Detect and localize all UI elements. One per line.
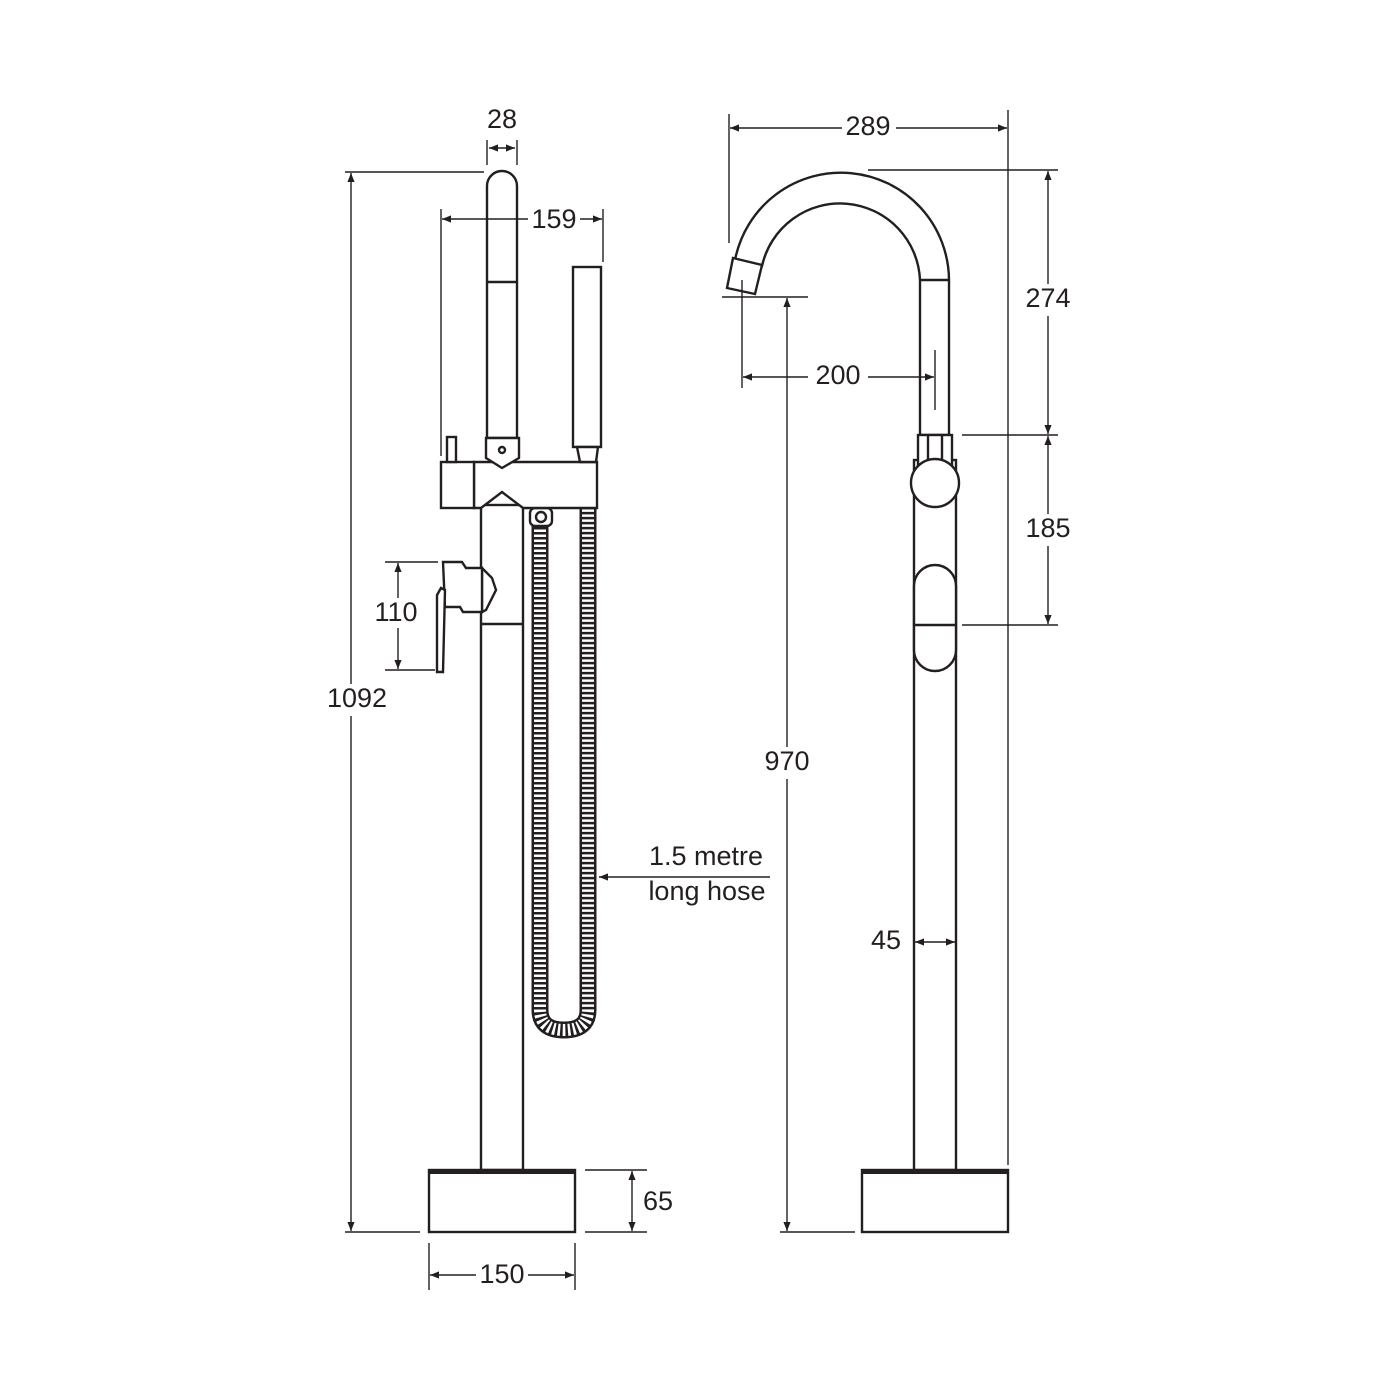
dimension-28: 28 (345, 104, 518, 173)
dimension-110: 110 (372, 561, 438, 671)
dimension-1092: 1092 (325, 173, 420, 1233)
dim-label-289: 289 (845, 111, 890, 141)
base (427, 1168, 577, 1234)
aerator (725, 256, 764, 296)
side-view-mixer: 28 159 110 1092 65 (325, 104, 770, 1290)
mixer-handle (912, 563, 958, 673)
dim-label-110: 110 (374, 597, 417, 627)
dim-label-150: 150 (479, 1259, 524, 1289)
dimension-289: 289 (728, 110, 1009, 1165)
spout (725, 171, 951, 437)
dimension-159: 159 (440, 204, 604, 456)
front-view-mixer: 289 274 185 200 970 (722, 110, 1074, 1234)
dimension-274: 274 (868, 169, 1074, 436)
dimension-65: 65 (585, 1169, 673, 1233)
dim-label-185: 185 (1025, 513, 1070, 543)
dim-label-200: 200 (815, 360, 860, 390)
shower-rail (484, 169, 521, 470)
dim-label-28: 28 (487, 104, 517, 134)
hose-callout: 1.5 metre long hose (599, 841, 770, 906)
dimension-45: 45 (871, 925, 955, 955)
dim-label-45: 45 (871, 925, 901, 955)
dim-label-1092: 1092 (327, 683, 387, 713)
lever-handle (435, 560, 498, 674)
handshower (571, 265, 603, 464)
diverter-knob (909, 457, 961, 509)
hose (531, 508, 597, 1039)
dim-label-159: 159 (531, 204, 576, 234)
dimension-200: 200 (741, 280, 936, 410)
dimension-970: 970 (722, 296, 855, 1233)
dimension-150: 150 (428, 1243, 576, 1290)
dim-label-65: 65 (643, 1186, 673, 1216)
hose-note-line-1: 1.5 metre (649, 841, 763, 871)
hose-note-line-2: long hose (648, 876, 765, 906)
base (860, 1168, 1010, 1234)
hose-connector (528, 506, 554, 528)
dimension-185: 185 (962, 436, 1074, 626)
dim-label-274: 274 (1025, 283, 1070, 313)
mixer-body (439, 435, 599, 510)
dim-label-970: 970 (764, 746, 809, 776)
